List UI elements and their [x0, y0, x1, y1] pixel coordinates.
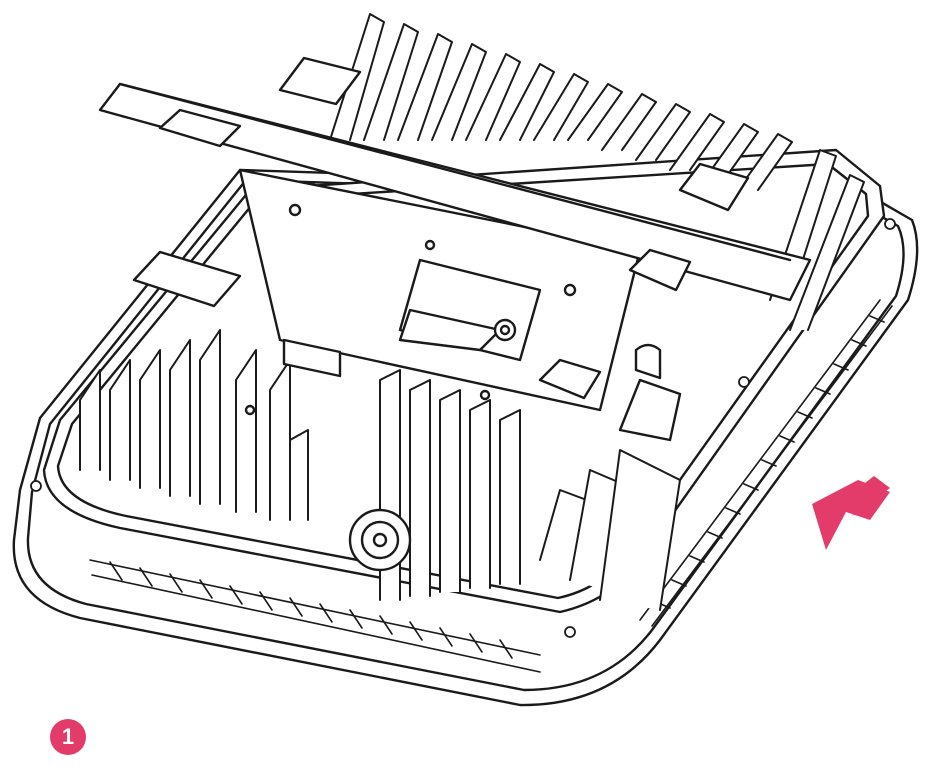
corner-screws	[30, 218, 896, 638]
front-vent-slots	[89, 559, 541, 673]
mounting-rail	[98, 82, 812, 302]
side-vent-slots	[639, 299, 893, 627]
mounting-tabs	[132, 56, 750, 400]
step-number-label: 1	[61, 724, 75, 749]
screw-post	[348, 508, 412, 572]
cooling-fins-center	[289, 369, 521, 601]
step-number-badge: 1	[50, 719, 86, 755]
cooling-fins-left	[79, 329, 291, 521]
connector-port	[618, 343, 682, 442]
arrow-down-left-icon	[812, 476, 890, 550]
